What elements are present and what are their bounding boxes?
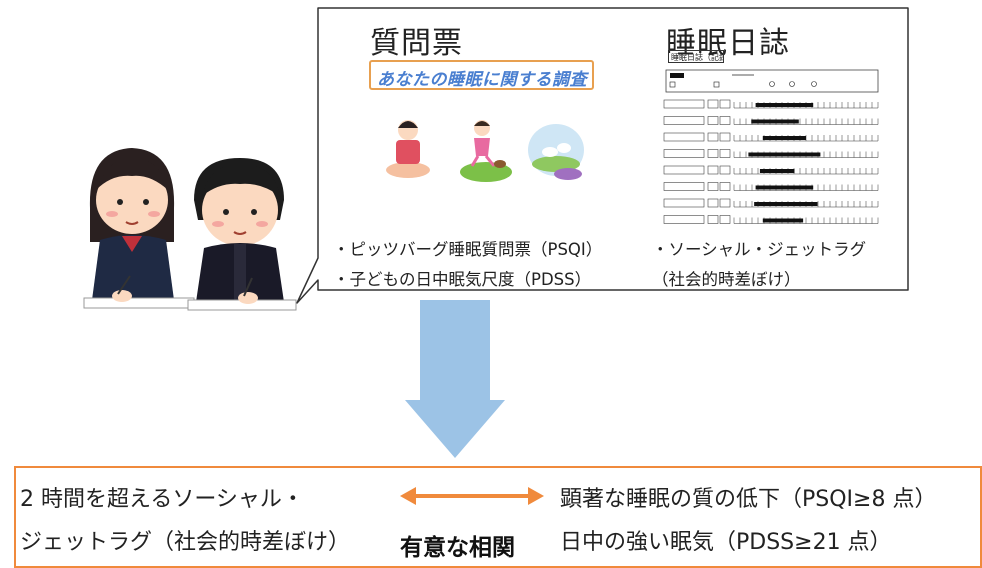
sleep-log-form — [663, 69, 879, 224]
sleep-log-form-label: 睡眠日誌（記録票） — [668, 50, 724, 63]
dream-cloud-icon — [528, 124, 584, 180]
result-right-line-1: 顕著な睡眠の質の低下（PSQI≥8 点） — [560, 487, 937, 512]
sleeping-child-icon — [386, 120, 430, 178]
running-child-icon — [460, 120, 512, 182]
double-arrow-icon — [400, 487, 544, 505]
sleep-log-row — [663, 215, 879, 224]
sleep-log-heading: 睡眠日誌 — [666, 26, 790, 61]
survey-title-box: あなたの睡眠に関する調査 — [369, 60, 594, 90]
sleep-log-row — [663, 116, 879, 125]
result-left-line-2: ジェットラグ（社会的時差ぼけ） — [20, 530, 351, 555]
sleep-log-row — [663, 132, 879, 142]
sleep-log-rows — [663, 99, 879, 224]
sleep-log-row — [663, 198, 879, 208]
relation-label: 有意な相関 — [400, 535, 515, 561]
sleep-log-row — [663, 182, 879, 191]
sleep-log-row — [663, 99, 879, 109]
sleep-log-row — [663, 165, 879, 175]
students-illustration — [83, 148, 297, 311]
boy-student — [187, 158, 297, 311]
girl-student — [83, 148, 195, 309]
down-arrow — [405, 300, 505, 458]
questionnaire-heading: 質問票 — [370, 26, 463, 61]
sleep-log-row — [663, 149, 879, 158]
sleep-log-bullet-sjl: ・ソーシャル・ジェットラグ — [652, 240, 867, 259]
result-left-line-1: 2 時間を超えるソーシャル・ — [20, 487, 304, 512]
result-box — [14, 466, 982, 568]
survey-title: あなたの睡眠に関する調査 — [377, 70, 587, 90]
questionnaire-bullet-pdss: ・子どもの日中眠気尺度（PDSS） — [333, 270, 592, 289]
result-right-line-2: 日中の強い眠気（PDSS≥21 点） — [560, 530, 892, 555]
sleep-log-bullet-sjl-note: （社会的時差ぼけ） — [652, 270, 801, 289]
questionnaire-bullet-psqi: ・ピッツバーグ睡眠質問票（PSQI） — [333, 240, 603, 259]
survey-illustrations — [386, 120, 584, 182]
